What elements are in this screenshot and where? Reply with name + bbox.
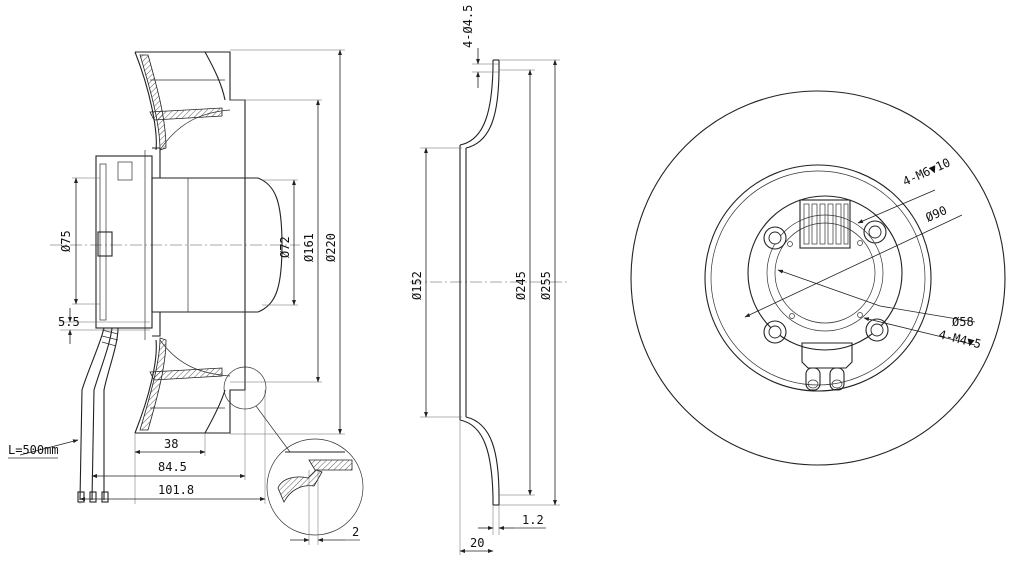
dim-d58: Ø58 bbox=[952, 315, 974, 329]
dim-d255: Ø255 bbox=[539, 271, 553, 300]
mounting-lugs bbox=[763, 220, 889, 344]
dim-84-5: 84.5 bbox=[158, 460, 187, 474]
dim-d245: Ø245 bbox=[514, 271, 528, 300]
dim-4-m6: 4-M6▼10 bbox=[901, 155, 953, 188]
dim-5-5: 5.5 bbox=[58, 315, 80, 329]
dim-d220: Ø220 bbox=[324, 233, 338, 262]
dim-1-2: 1.2 bbox=[522, 513, 544, 527]
dim-detail-2: 2 bbox=[352, 525, 359, 539]
dim-d152: Ø152 bbox=[410, 271, 424, 300]
dim-d161: Ø161 bbox=[302, 233, 316, 262]
cable-gland bbox=[801, 342, 853, 391]
dim-38: 38 bbox=[164, 437, 178, 451]
front-view: 4-M6▼10 Ø90 Ø58 4-M4▼5 bbox=[630, 90, 1006, 466]
cooling-fins bbox=[799, 199, 851, 249]
dim-4-m4: 4-M4▼5 bbox=[937, 327, 982, 351]
dim-20: 20 bbox=[470, 536, 484, 550]
side-view: Ø75 Ø72 Ø161 Ø220 5.5 38 84.5 101. bbox=[8, 49, 364, 545]
dim-d90: Ø90 bbox=[924, 203, 950, 225]
inlet-ring-view: 4-Ø4.5 Ø152 Ø245 Ø255 1.2 20 bbox=[410, 5, 570, 555]
cable-length-label: L=500mm bbox=[8, 443, 59, 457]
dim-101-8: 101.8 bbox=[158, 483, 194, 497]
dim-holes-4-5: 4-Ø4.5 bbox=[461, 5, 475, 48]
dim-d72: Ø72 bbox=[278, 236, 292, 258]
dim-d75: Ø75 bbox=[59, 230, 73, 252]
